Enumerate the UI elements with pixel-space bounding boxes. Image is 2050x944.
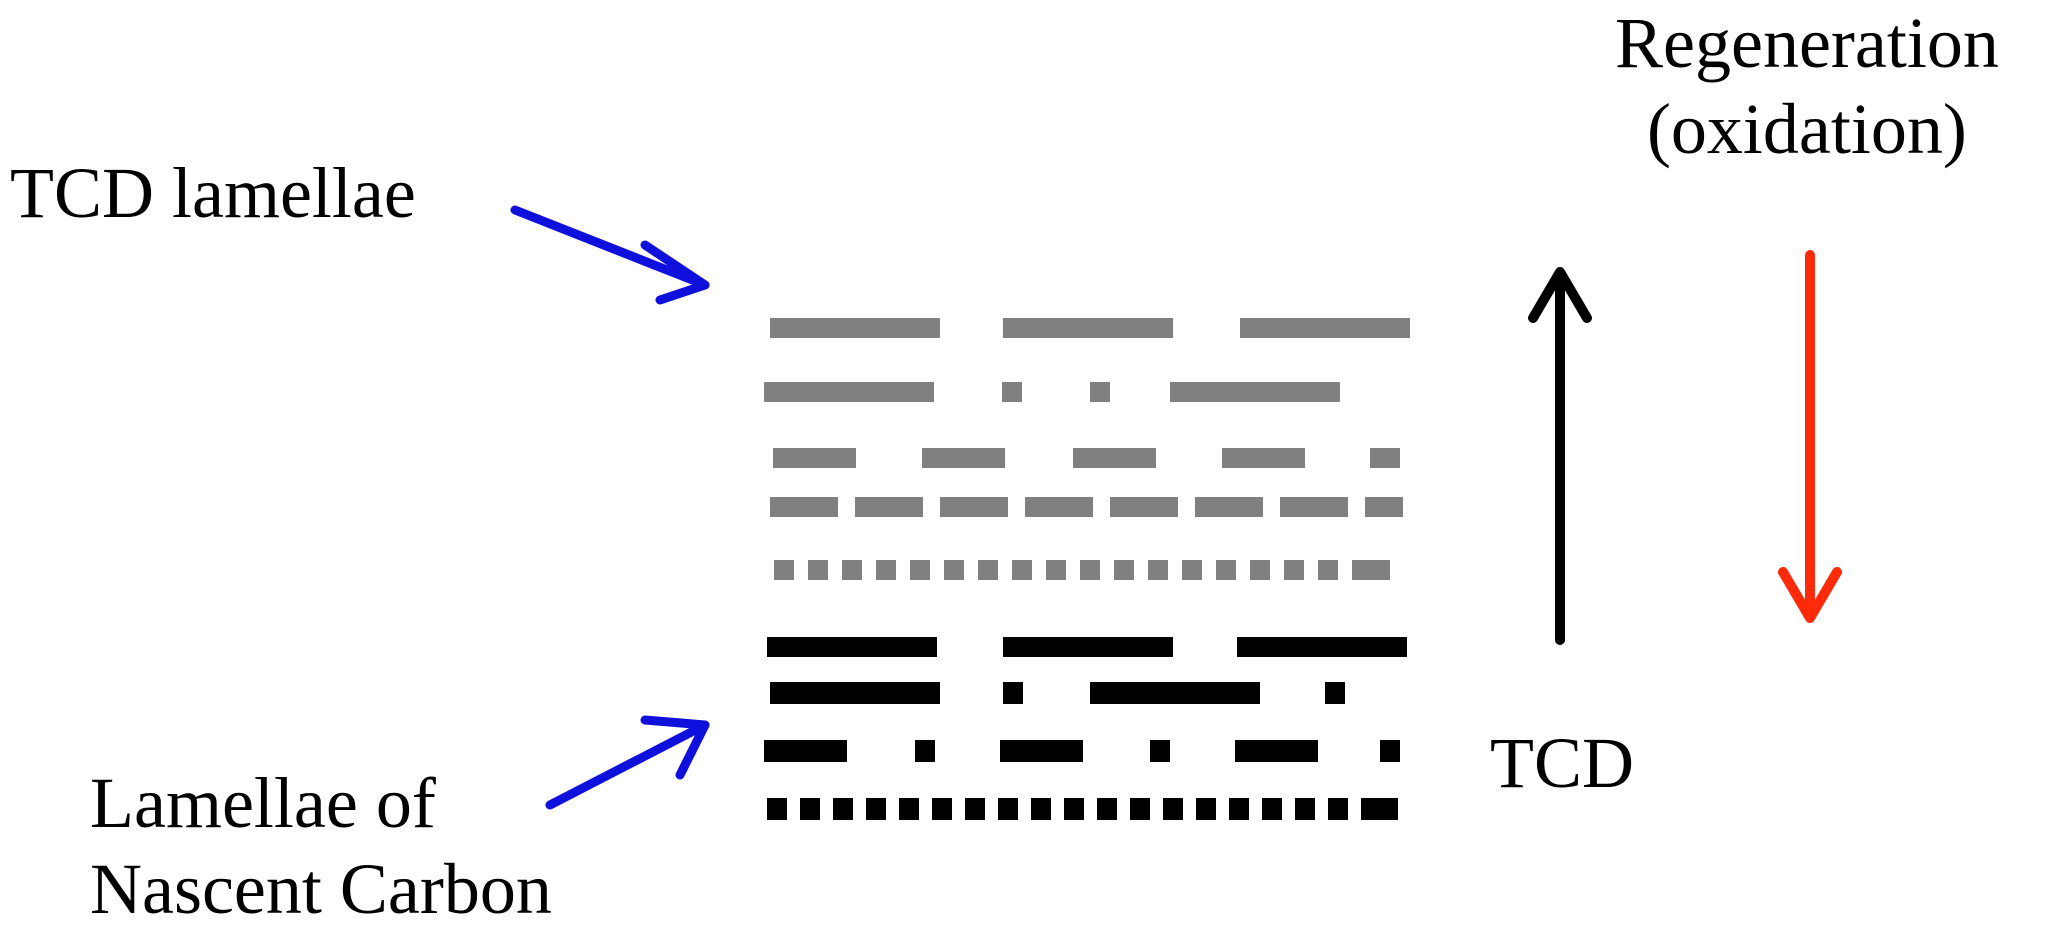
lamella-segment [1110, 497, 1178, 517]
lamella-segment [998, 798, 1018, 820]
tcd-lamella-row [774, 560, 1390, 580]
lamella-segment [1163, 798, 1183, 820]
regeneration-label-line2: (oxidation) [1646, 89, 1967, 169]
lamella-segment [1237, 637, 1407, 657]
tcd-direction-arrow-up-icon [1528, 267, 1592, 645]
lamella-segment [764, 382, 934, 402]
lamella-segment [915, 740, 935, 762]
nascent-lamella-row [764, 740, 1400, 762]
lamella-segment [1064, 798, 1084, 820]
lamella-segment [866, 798, 886, 820]
lamella-segment [808, 560, 828, 580]
tcd-lamellae-label: TCD lamellae [10, 153, 416, 233]
lamella-segment [1318, 560, 1338, 580]
lamella-segment [1002, 382, 1022, 402]
regeneration-label: Regeneration (oxidation) [1615, 0, 1999, 172]
lamella-segment [770, 318, 940, 338]
lamella-segment [770, 682, 940, 704]
tcd-lamella-row [770, 497, 1403, 517]
lamella-segment [1280, 497, 1348, 517]
regeneration-direction-arrow-down-icon [1778, 250, 1842, 623]
lamella-segment [767, 637, 937, 657]
lamella-segment [932, 798, 952, 820]
lamella-segment [1090, 382, 1110, 402]
lamella-segment [1003, 318, 1173, 338]
lamella-segment [800, 798, 820, 820]
lamella-segment [1090, 682, 1260, 704]
lamella-segment [1365, 497, 1403, 517]
nascent-carbon-label: Lamellae of Nascent Carbon [90, 760, 552, 932]
lamella-segment [899, 798, 919, 820]
lamellae-stack [764, 318, 1410, 820]
lamella-segment [1240, 318, 1410, 338]
lamella-segment [1003, 637, 1173, 657]
lamella-segment [1380, 740, 1400, 762]
lamella-segment [1148, 560, 1168, 580]
lamella-segment [1170, 382, 1340, 402]
lamella-segment [944, 560, 964, 580]
lamella-segment [1031, 798, 1051, 820]
lamella-segment [773, 448, 856, 468]
lamella-segment [1114, 560, 1134, 580]
lamella-segment [1196, 798, 1216, 820]
lamella-segment [910, 560, 930, 580]
lamella-segment [1229, 798, 1249, 820]
lamella-segment [1370, 448, 1400, 468]
lamella-segment [1073, 448, 1156, 468]
regeneration-label-line1: Regeneration [1615, 3, 1999, 83]
lamella-segment [1046, 560, 1066, 580]
lamella-segment [965, 798, 985, 820]
lamella-segment [940, 497, 1008, 517]
lamella-segment [1222, 448, 1305, 468]
tcd-lamella-row [764, 382, 1340, 402]
lamella-segment [1097, 798, 1117, 820]
lamella-segment [1130, 798, 1150, 820]
lamella-segment [1250, 560, 1270, 580]
lamella-segment [1325, 682, 1345, 704]
lamella-segment [770, 497, 838, 517]
lamella-segment [1080, 560, 1100, 580]
lamella-segment [1284, 560, 1304, 580]
lamella-segment [922, 448, 1005, 468]
lamella-segment [876, 560, 896, 580]
tcd-lamellae-pointer-arrow-icon [510, 205, 710, 305]
nascent-lamellae-pointer-arrow-icon [545, 715, 710, 810]
lamella-segment [1216, 560, 1236, 580]
lamella-segment [833, 798, 853, 820]
lamella-segment [1328, 798, 1348, 820]
nascent-label-line1: Lamellae of [90, 763, 436, 843]
lamella-segment [1012, 560, 1032, 580]
lamella-segment [1262, 798, 1282, 820]
nascent-label-line2: Nascent Carbon [90, 849, 552, 929]
lamella-segment [1150, 740, 1170, 762]
lamella-segment [764, 740, 847, 762]
lamella-segment [1378, 798, 1398, 820]
lamella-segment [1003, 682, 1023, 704]
lamella-segment [1295, 798, 1315, 820]
lamella-segment [1000, 740, 1083, 762]
lamella-segment [1025, 497, 1093, 517]
lamella-segment [767, 798, 787, 820]
lamella-segment [774, 560, 794, 580]
nascent-lamella-row [770, 682, 1345, 704]
lamella-segment [855, 497, 923, 517]
lamella-segment [842, 560, 862, 580]
nascent-lamella-row [767, 637, 1407, 657]
nascent-lamella-row [767, 798, 1398, 820]
tcd-lamella-row [773, 448, 1400, 468]
lamella-segment [1361, 798, 1381, 820]
tcd-label: TCD [1490, 723, 1634, 803]
lamella-segment [1182, 560, 1202, 580]
lamella-segment [1370, 560, 1390, 580]
lamella-segment [978, 560, 998, 580]
tcd-lamella-row [770, 318, 1410, 338]
lamella-segment [1235, 740, 1318, 762]
lamella-segment [1195, 497, 1263, 517]
lamella-segment [1352, 560, 1372, 580]
